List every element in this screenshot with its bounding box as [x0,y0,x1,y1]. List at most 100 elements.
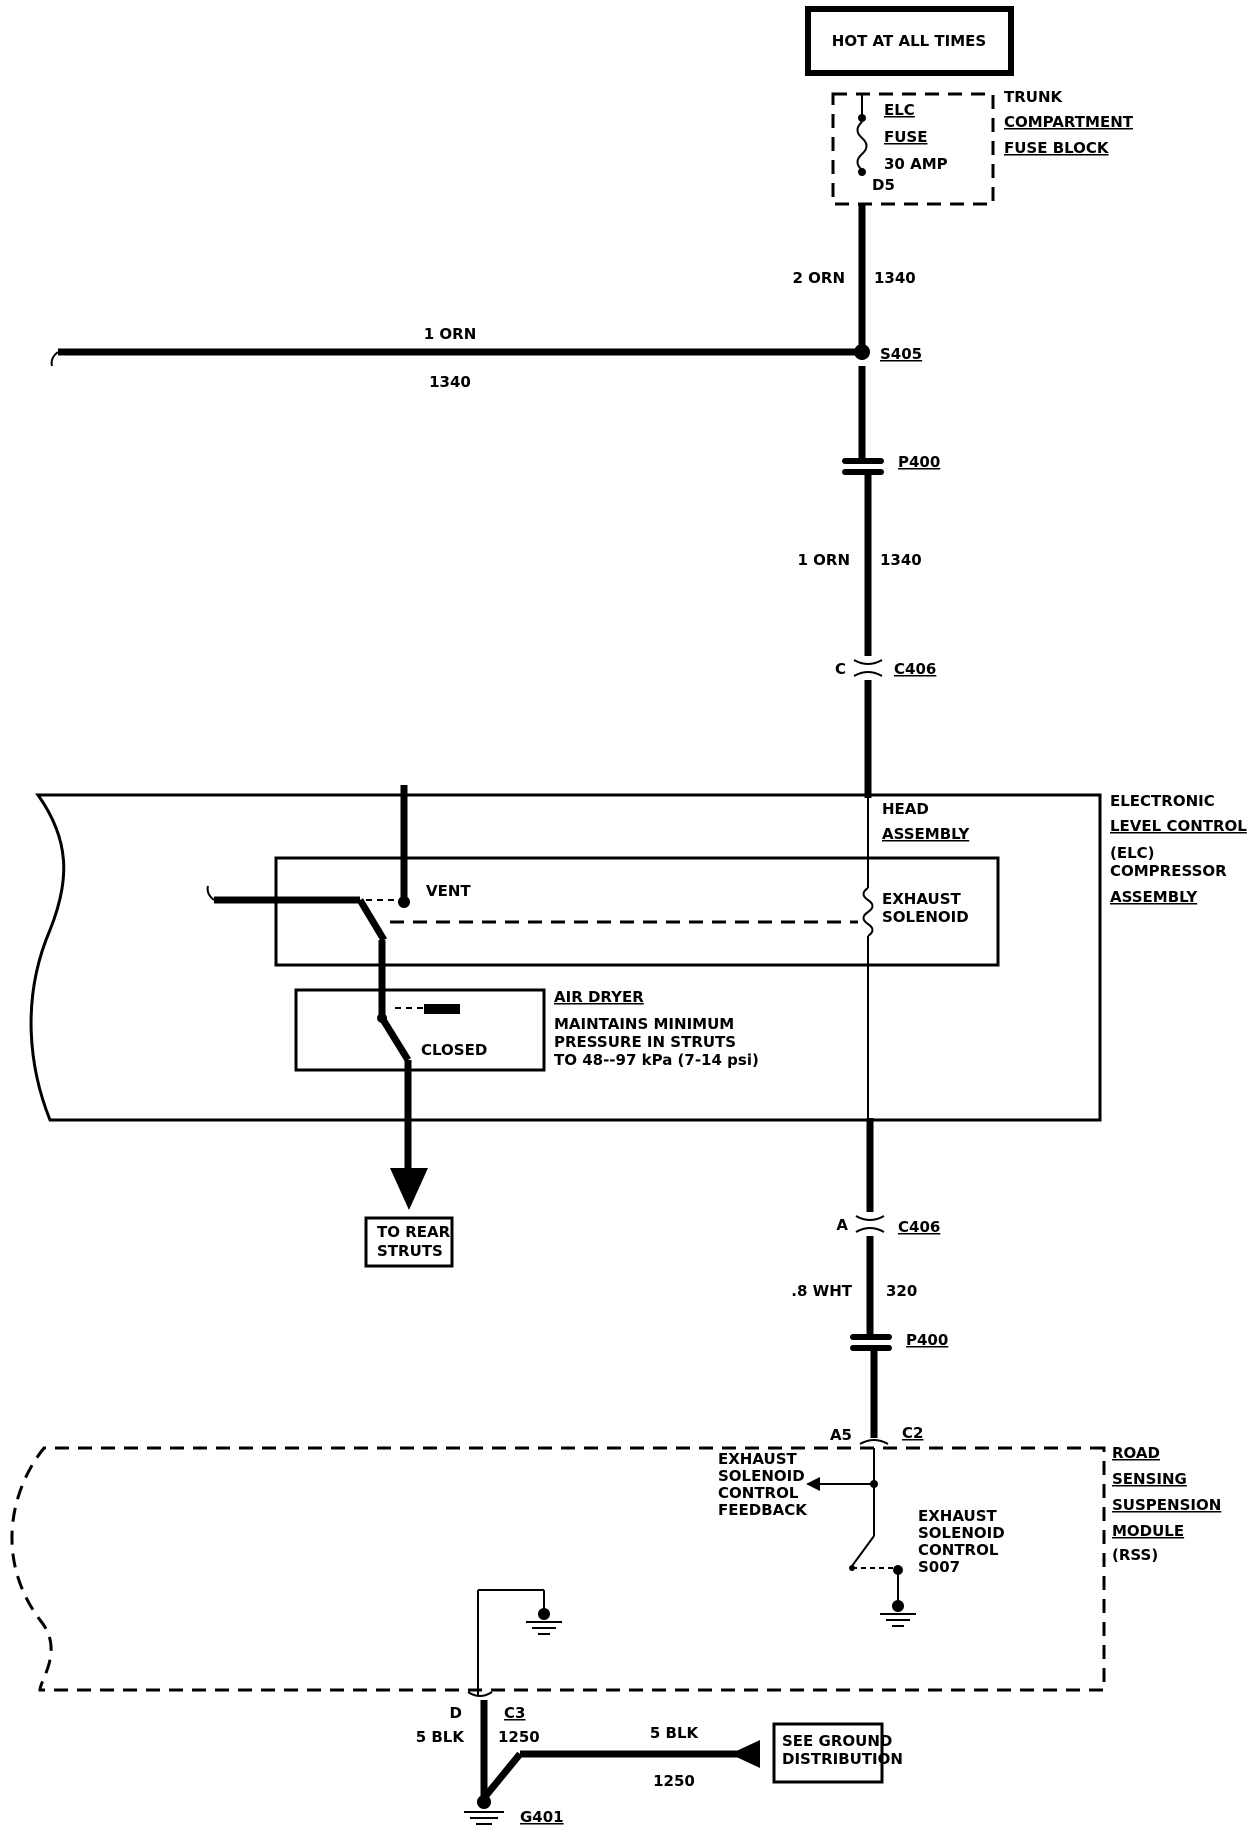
ground-wire-bend [481,1751,523,1801]
ground-wire-right-gauge: 5 BLK [650,1724,700,1742]
rss-feedback-4: FEEDBACK [718,1501,808,1519]
power-source-box [805,6,1014,76]
fuse-terminal-label: D5 [872,176,895,194]
ground-wire-left-circuit: 1250 [498,1728,540,1746]
exhaust-solenoid-coil [862,887,874,937]
power-source-label: HOT AT ALL TIMES [832,32,986,50]
rss-feedback-3: CONTROL [718,1484,799,1502]
air-dryer-title: AIR DRYER [554,988,644,1006]
ground-wire-left-gauge: 5 BLK [416,1728,466,1746]
rear-struts-label-2: STRUTS [377,1242,443,1260]
head-assembly-2: ASSEMBLY [882,825,970,843]
fuse-label-2: FUSE [884,128,927,146]
rss-switch-ground-node [892,1600,904,1612]
c406-top-arc-1 [853,659,883,665]
branch-wire-gauge: 1 ORN [424,325,477,343]
ground-distribution-arrow [730,1740,760,1768]
compressor-name-5: ASSEMBLY [1110,888,1198,906]
c406-top-pin: C [835,660,846,678]
fuse-block-outline [831,92,995,206]
rss-name-4: MODULE [1112,1522,1184,1540]
air-output-arrow [390,1168,428,1210]
branch-wire-break [50,351,59,367]
ground-wire-right-circuit: 1250 [653,1772,695,1790]
c406-bottom-arc-1 [855,1215,885,1221]
compressor-name-2: LEVEL CONTROL [1110,817,1247,835]
air-dryer-note-3: TO 48--97 kPa (7-14 psi) [554,1051,759,1069]
vent-valve-lever [356,898,388,942]
feed-wire-gauge: 2 ORN [792,269,845,287]
solenoid-label-1: EXHAUST [882,890,961,908]
rear-struts-box [364,1216,454,1268]
air-input-break [206,885,215,901]
p400-top-connector-half [842,458,884,464]
rear-struts-label-1: TO REAR [377,1223,451,1241]
p400-top-connector-half-2 [842,469,884,475]
g401-label: G401 [520,1808,564,1826]
rss-control-switch [851,1535,875,1567]
air-dryer-note-2: PRESSURE IN STRUTS [554,1033,736,1051]
fuse-block-name-3: FUSE BLOCK [1004,139,1110,157]
c2-arc [859,1439,889,1445]
c406-bottom-label: C406 [898,1218,940,1236]
compressor-name-1: ELECTRONIC [1110,792,1215,810]
fuse-terminal-dot-bottom [858,168,866,176]
head-assembly-1: HEAD [882,800,929,818]
ground-distribution-box [772,1722,884,1784]
air-dryer-valve-stop [424,1004,460,1014]
branch-wire-circuit: 1340 [429,373,471,391]
c406-bottom-pin: A [836,1216,848,1234]
air-dryer-valve-lever [379,1016,411,1062]
c406-top-label: C406 [894,660,936,678]
compressor-name-4: COMPRESSOR [1110,862,1227,880]
rss-module-outline [10,1446,1106,1692]
c406-bottom-arc-2 [855,1227,885,1233]
control-wire-circuit: 320 [886,1282,917,1300]
fuse-terminal-dot [858,114,866,122]
mid-wire-circuit: 1340 [880,551,922,569]
c3-pin: D [450,1704,462,1722]
splice-label: S405 [880,345,922,363]
air-dryer-box [294,988,546,1072]
rss-feedback-1: EXHAUST [718,1450,797,1468]
rss-name-2: SENSING [1112,1470,1187,1488]
rss-control-1: EXHAUST [918,1507,997,1525]
feed-wire-circuit: 1340 [874,269,916,287]
rss-control-3: CONTROL [918,1541,999,1559]
fuse-block-name-1: TRUNK [1004,88,1064,106]
compressor-assembly-outline [29,793,1102,1122]
c406-top-arc-2 [853,671,883,677]
p400-top-label: P400 [898,453,940,471]
fuse-rating: 30 AMP [884,155,948,173]
vent-port [398,896,410,908]
rss-control-4: S007 [918,1558,960,1576]
ground-distribution-2: DISTRIBUTION [782,1750,903,1768]
head-assembly-box [274,856,1000,967]
control-wire-gauge: .8 WHT [791,1282,852,1300]
p400-bottom-label: P400 [906,1331,948,1349]
rss-feedback-arrow [806,1477,820,1491]
ground-distribution-1: SEE GROUND [782,1732,892,1750]
p400-bottom-connector-half [850,1334,892,1340]
splice-s405 [854,344,870,360]
fuse-block-name-2: COMPARTMENT [1004,113,1134,131]
closed-label: CLOSED [421,1041,487,1059]
compressor-name-3: (ELC) [1110,844,1155,862]
rss-name-3: SUSPENSION [1112,1496,1221,1514]
solenoid-label-2: SOLENOID [882,908,969,926]
rss-internal-ground-node [538,1608,550,1620]
g401-node [477,1795,491,1809]
vent-label: VENT [426,882,471,900]
air-dryer-note-1: MAINTAINS MINIMUM [554,1015,734,1033]
c3-label: C3 [504,1704,525,1722]
c2-pin: A5 [830,1426,852,1444]
p400-bottom-connector-half-2 [850,1345,892,1351]
rss-control-2: SOLENOID [918,1524,1005,1542]
rss-feedback-2: SOLENOID [718,1467,805,1485]
rss-name-1: ROAD [1112,1444,1160,1462]
mid-wire-gauge: 1 ORN [797,551,850,569]
c2-label: C2 [902,1424,923,1442]
rss-name-5: (RSS) [1112,1546,1158,1564]
fuse-label-1: ELC [884,101,915,119]
